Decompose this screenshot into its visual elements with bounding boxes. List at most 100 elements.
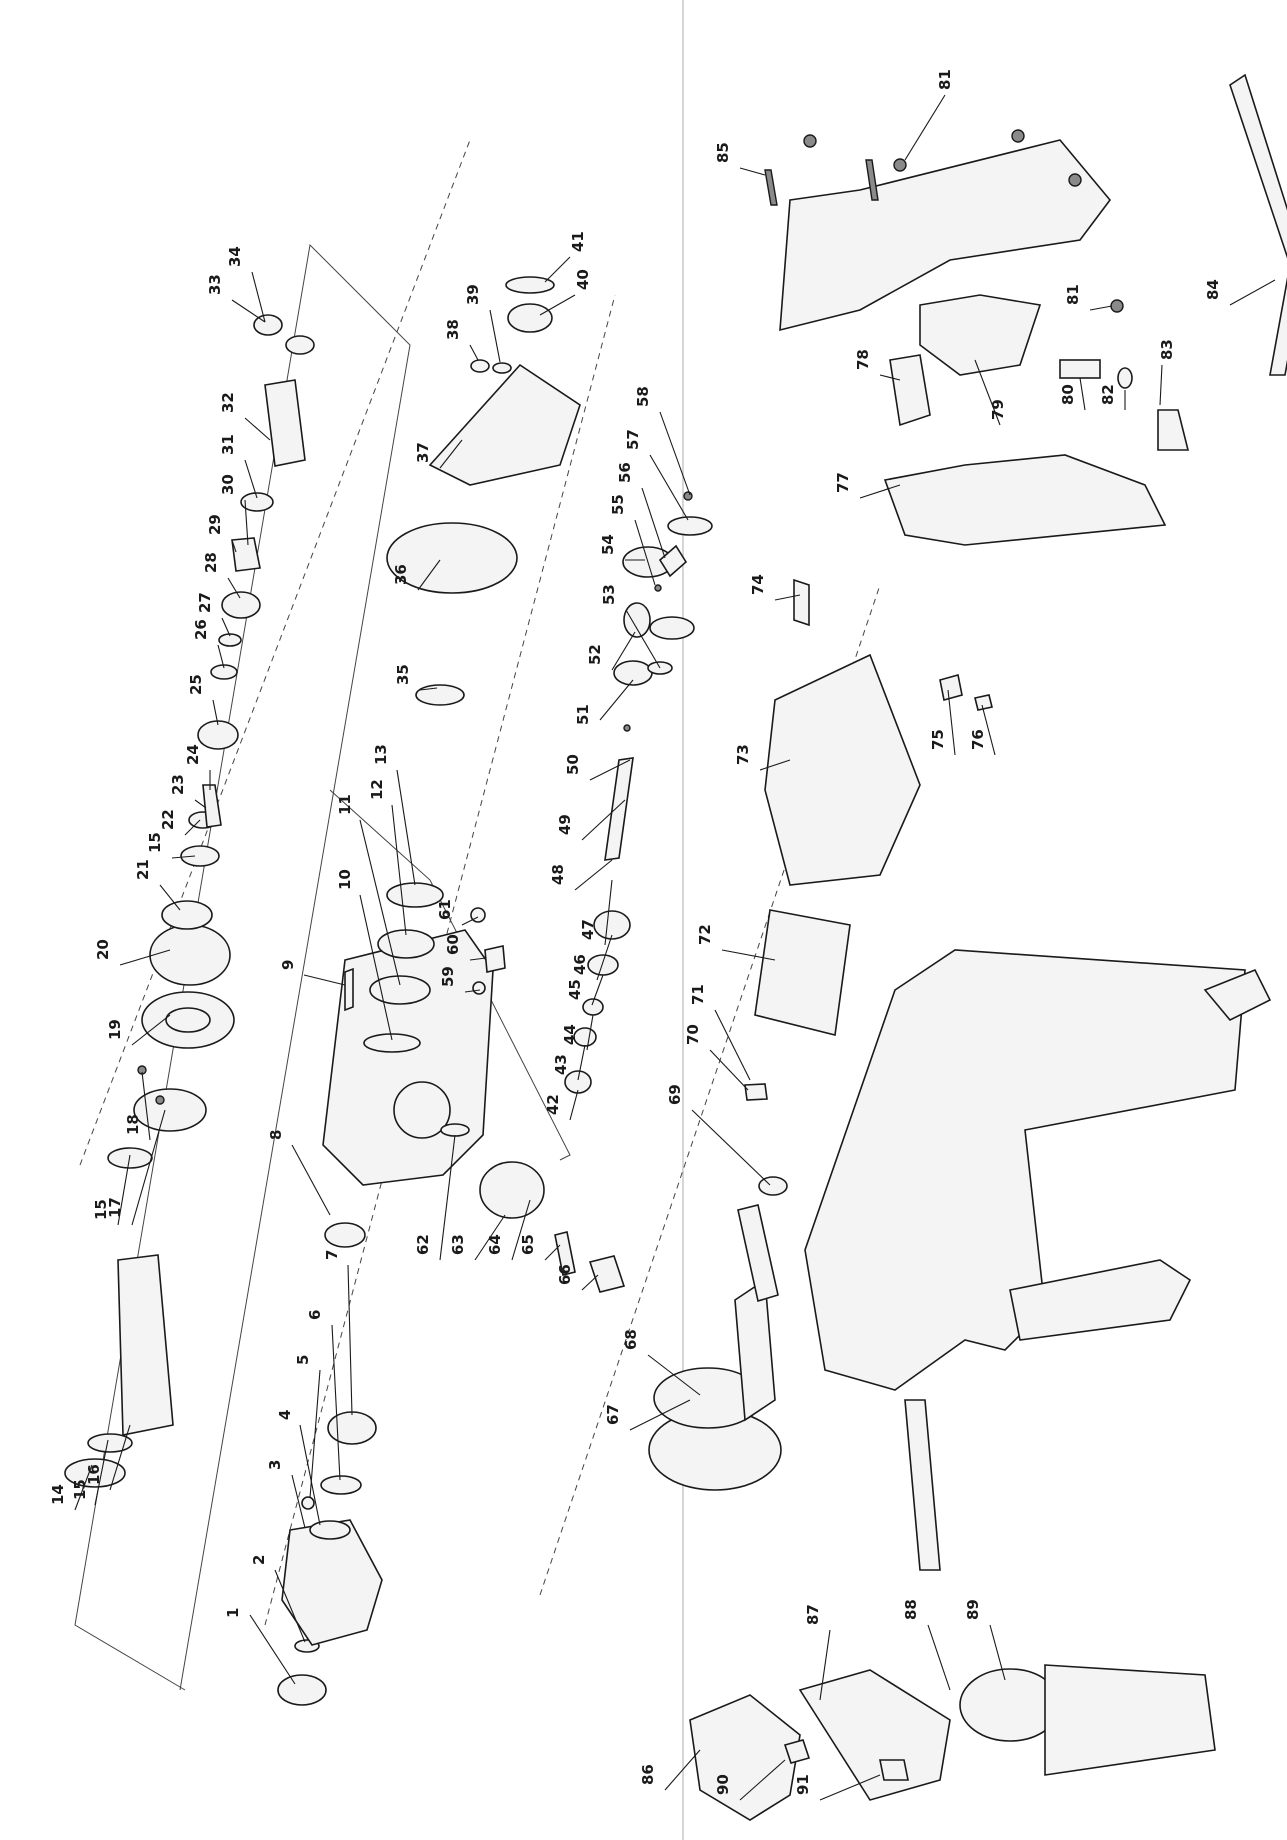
callout-label: 2 xyxy=(250,1555,268,1565)
callout-label: 19 xyxy=(106,1019,124,1040)
callout-15c: 15 xyxy=(146,832,196,859)
callout-20: 20 xyxy=(94,939,171,966)
callout-67: 67 xyxy=(604,1399,691,1431)
callout-label: 60 xyxy=(444,934,462,955)
callout-87: 87 xyxy=(804,1604,831,1701)
callout-label: 80 xyxy=(1059,384,1077,405)
callout-label: 90 xyxy=(714,1774,732,1795)
callout-label: 87 xyxy=(804,1604,822,1625)
callout-41: 41 xyxy=(544,231,587,283)
callout-label: 51 xyxy=(574,704,592,725)
callout-label: 28 xyxy=(202,552,220,573)
callout-76: 76 xyxy=(969,704,996,756)
callout-37: 37 xyxy=(414,439,463,469)
callout-label: 63 xyxy=(449,1234,467,1255)
callout-label: 38 xyxy=(444,319,462,340)
callout-label: 25 xyxy=(187,674,205,695)
callout-62: 62 xyxy=(414,1134,456,1261)
callout-label: 14 xyxy=(49,1484,67,1505)
callout-label: 83 xyxy=(1158,339,1176,360)
callout-61: 61 xyxy=(436,899,479,926)
callout-72: 72 xyxy=(696,924,776,961)
callout-69: 69 xyxy=(666,1084,771,1186)
callout-label: 31 xyxy=(219,434,237,455)
callout-label: 68 xyxy=(622,1329,640,1350)
callout-7: 7 xyxy=(323,1250,353,1416)
callout-81a: 81 xyxy=(904,69,954,161)
callout-71: 71 xyxy=(689,984,751,1081)
callout-15a: 15 xyxy=(71,1439,109,1506)
callout-label: 64 xyxy=(486,1234,504,1255)
callout-label: 24 xyxy=(184,744,202,765)
callout-label: 27 xyxy=(196,592,214,613)
callout-55: 55 xyxy=(609,494,656,586)
callout-label: 13 xyxy=(372,744,390,765)
callout-50: 50 xyxy=(564,754,631,781)
callout-52: 52 xyxy=(586,631,636,671)
callout-label: 44 xyxy=(561,1024,579,1045)
callout-label: 4 xyxy=(276,1410,294,1420)
callout-16: 16 xyxy=(85,1424,131,1491)
callout-label: 46 xyxy=(571,954,589,975)
callout-60: 60 xyxy=(444,934,487,961)
callout-label: 78 xyxy=(854,349,872,370)
callout-label: 11 xyxy=(336,794,354,815)
callout-10: 10 xyxy=(336,869,393,1041)
callout-label: 37 xyxy=(414,442,432,463)
callout-54: 54 xyxy=(599,534,645,561)
callout-53: 53 xyxy=(600,584,661,669)
callout-73: 73 xyxy=(734,744,791,771)
callout-label: 73 xyxy=(734,744,752,765)
callout-58: 58 xyxy=(634,386,691,496)
callout-22: 22 xyxy=(159,809,201,836)
callout-5: 5 xyxy=(294,1355,321,1499)
callout-label: 42 xyxy=(544,1094,562,1115)
callout-label: 36 xyxy=(392,564,410,585)
callout-80: 80 xyxy=(1059,377,1086,411)
callout-75: 75 xyxy=(929,689,956,756)
callout-label: 23 xyxy=(169,774,187,795)
callout-label: 10 xyxy=(336,869,354,890)
callout-label: 54 xyxy=(599,534,617,555)
callout-36: 36 xyxy=(392,559,441,591)
callout-label: 81 xyxy=(1064,284,1082,305)
callout-4: 4 xyxy=(276,1410,321,1526)
callout-68: 68 xyxy=(622,1329,701,1396)
callout-2: 2 xyxy=(250,1555,306,1643)
callouts: 1 2 3 4 5 6 7 8 9 10 11 12 13 14 15 16 1… xyxy=(49,69,1276,1801)
callout-35: 35 xyxy=(394,664,438,691)
callout-48: 48 xyxy=(549,859,613,891)
callout-label: 26 xyxy=(192,619,210,640)
callout-label: 76 xyxy=(969,729,987,750)
callout-label: 69 xyxy=(666,1084,684,1105)
callout-label: 41 xyxy=(569,231,587,252)
callout-label: 72 xyxy=(696,924,714,945)
callout-label: 45 xyxy=(566,979,584,1000)
callout-78: 78 xyxy=(854,349,901,381)
callout-label: 62 xyxy=(414,1234,432,1255)
callout-26: 26 xyxy=(192,619,225,669)
callout-8: 8 xyxy=(267,1130,331,1216)
callout-label: 22 xyxy=(159,809,177,830)
callout-label: 81 xyxy=(936,69,954,90)
callout-49: 49 xyxy=(556,799,626,841)
callout-65: 65 xyxy=(519,1234,561,1261)
part-shapes xyxy=(64,73,1287,1821)
callout-17: 17 xyxy=(106,1109,166,1226)
callout-label: 29 xyxy=(206,514,224,535)
callout-label: 9 xyxy=(279,960,297,970)
callout-46: 46 xyxy=(571,934,613,981)
callout-label: 82 xyxy=(1099,384,1117,405)
callout-82: 82 xyxy=(1099,384,1126,410)
callout-13: 13 xyxy=(372,744,416,886)
callout-90: 90 xyxy=(714,1759,786,1801)
callout-30: 30 xyxy=(219,474,249,546)
callout-18: 18 xyxy=(124,1071,151,1141)
callout-label: 17 xyxy=(106,1197,124,1218)
callout-86: 86 xyxy=(639,1749,701,1791)
callout-label: 21 xyxy=(134,859,152,880)
callout-label: 8 xyxy=(267,1130,285,1140)
callout-label: 91 xyxy=(794,1774,812,1795)
callout-6: 6 xyxy=(306,1310,341,1481)
callout-label: 16 xyxy=(85,1464,103,1485)
